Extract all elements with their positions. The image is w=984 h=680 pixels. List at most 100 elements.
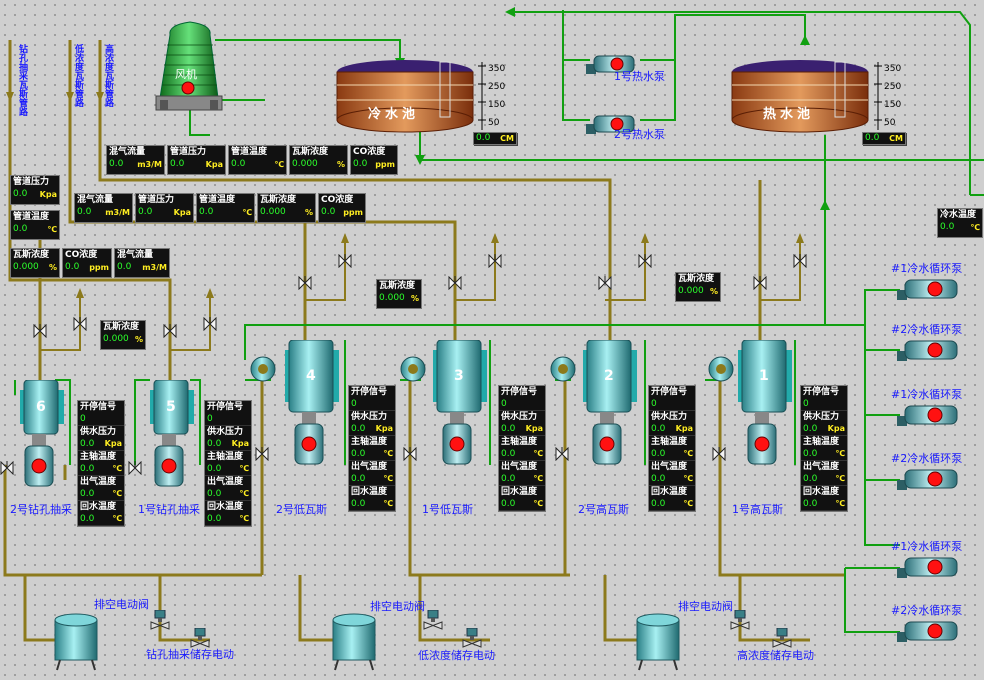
circulation-pump-label: #2冷水循环泵 — [891, 452, 963, 465]
pump-icon — [897, 340, 958, 361]
panel-field-value: 0.0℃ — [499, 499, 545, 511]
storage-valve-label: 高浓度储存电动 — [737, 649, 814, 662]
separator-icon — [738, 339, 792, 465]
valve-icon[interactable] — [403, 446, 417, 462]
scale-tick-label: 250 — [488, 82, 506, 92]
valve-icon[interactable] — [298, 275, 312, 291]
valve-icon[interactable] — [753, 275, 767, 291]
valve-icon[interactable] — [33, 323, 47, 339]
pump-station-5[interactable]: 5 — [150, 379, 204, 498]
separator-icon — [285, 339, 339, 465]
valve-icon[interactable] — [598, 275, 612, 291]
valve-icon[interactable] — [255, 446, 269, 462]
vent-valve-label: 排空电动阀 — [370, 600, 425, 613]
circulation-pump[interactable]: #2冷水循环泵 — [891, 452, 962, 496]
pump-station-6[interactable]: 6 — [20, 379, 74, 498]
panel-field-title: 供水压力 — [803, 412, 840, 422]
pump-station-4[interactable]: 4 — [285, 339, 349, 476]
valve-icon[interactable] — [128, 460, 142, 476]
valve-icon[interactable] — [163, 323, 177, 339]
pump-station-1[interactable]: 1 — [738, 339, 802, 476]
panel-field-value: 0.0℃ — [649, 499, 695, 511]
hot-pool-graphic — [731, 60, 869, 133]
station-number: 6 — [36, 399, 46, 415]
pipe-label-drill: 钻孔抽采瓦斯管路 — [17, 44, 27, 116]
circulation-pump-label: #2冷水循环泵 — [891, 604, 963, 617]
hot-water-pump-1[interactable]: 1号热水泵 — [584, 50, 665, 83]
panel-field-value: 0.0℃ — [205, 489, 251, 501]
pump-icon — [897, 405, 958, 426]
panel-field-title: 回水温度 — [207, 502, 244, 512]
panel-field-title: 供水压力 — [207, 427, 244, 437]
valve-icon[interactable] — [638, 253, 652, 269]
circulation-pump[interactable]: #2冷水循环泵 — [891, 323, 962, 367]
station-label: 2号低瓦斯 — [276, 503, 327, 516]
circulation-pump-label: #2冷水循环泵 — [891, 323, 963, 336]
panel-field-title: 主轴温度 — [207, 452, 244, 462]
panel-field-title: 开停信号 — [803, 387, 840, 397]
station-number: 1 — [759, 368, 769, 384]
motor-valve-icon[interactable] — [462, 627, 482, 652]
circulation-pump[interactable]: #1冷水循环泵 — [891, 388, 962, 432]
station-number: 2 — [604, 368, 614, 384]
panel-field-title: 出气温度 — [207, 477, 244, 487]
valve-icon[interactable] — [712, 446, 726, 462]
panel-field-value: 0 — [78, 413, 124, 426]
pump-station-2[interactable]: 2 — [583, 339, 647, 476]
scale-tick-label: 150 — [884, 100, 902, 110]
pump-icon — [897, 621, 958, 642]
panel-field-title: 回水温度 — [80, 502, 117, 512]
valve-icon[interactable] — [73, 316, 87, 332]
panel-field-title: 回水温度 — [351, 487, 388, 497]
panel-field-title: 出气温度 — [803, 462, 840, 472]
scale-tick-label: 50 — [488, 118, 500, 128]
valve-icon[interactable] — [448, 275, 462, 291]
cooling-tower-label: 风机 — [175, 68, 197, 81]
station-label: 2号钻孔抽采 — [10, 503, 72, 516]
blower-icon — [250, 356, 276, 386]
motor-valve-icon[interactable] — [150, 609, 170, 634]
motor-valve-icon[interactable] — [423, 609, 443, 634]
panel-field-value: 0.0℃ — [801, 449, 847, 461]
valve-icon[interactable] — [203, 316, 217, 332]
panel-field-title: 回水温度 — [651, 487, 688, 497]
station-number: 5 — [166, 399, 176, 415]
circulation-pump[interactable]: #1冷水循环泵 — [891, 540, 962, 584]
motor-valve-icon[interactable] — [730, 609, 750, 634]
level-value: 0.0 — [865, 133, 880, 143]
panel-field-value: 0 — [649, 398, 695, 411]
valve-icon[interactable] — [555, 446, 569, 462]
scale-tick-label: 350 — [884, 64, 902, 74]
circulation-pump[interactable]: #2冷水循环泵 — [891, 604, 962, 648]
motor-valve-icon[interactable] — [772, 627, 792, 652]
pump-icon — [586, 115, 635, 134]
pump-station-3[interactable]: 3 — [433, 339, 497, 476]
valve-icon[interactable] — [0, 460, 14, 476]
station-number: 4 — [306, 368, 316, 384]
motor-valve-icon[interactable] — [190, 627, 210, 652]
hot-water-pump-2[interactable]: 2号热水泵 — [584, 110, 665, 141]
scale-tick-label: 50 — [884, 118, 896, 128]
valve-icon[interactable] — [338, 253, 352, 269]
separator-icon — [433, 339, 487, 465]
valve-icon[interactable] — [793, 253, 807, 269]
separator-icon — [150, 379, 194, 487]
storage-valve-label: 低浓度储存电动 — [418, 649, 495, 662]
circulation-pump[interactable]: #1冷水循环泵 — [891, 262, 962, 306]
separator-icon — [583, 339, 637, 465]
valve-icon[interactable] — [488, 253, 502, 269]
panel-field-title: 供水压力 — [501, 412, 538, 422]
